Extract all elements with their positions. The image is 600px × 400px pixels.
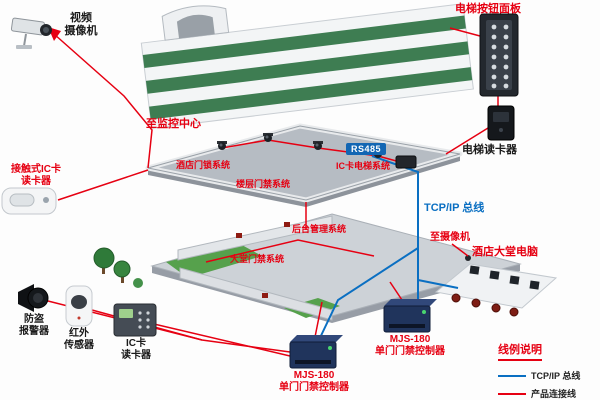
product-line-swatch (498, 392, 526, 395)
ir-sensor-label: 红外 传感器 (64, 328, 94, 351)
to-monitor-center-label: 至监控中心 (146, 118, 201, 130)
ic-elevator-system-label: IC卡电梯系统 (336, 161, 391, 171)
ir-sensor-device (65, 285, 93, 327)
desk-chairs-icon (451, 293, 519, 317)
floor-access-system-label: 楼层门禁系统 (236, 179, 291, 189)
rs485-badge: RS485 (346, 143, 387, 155)
legend: 线例说明 TCP/IP 总线 产品连接线 (498, 340, 596, 400)
lobby-computer-desk (434, 255, 558, 317)
legend-item-label: TCP/IP 总线 (531, 371, 581, 381)
lawn (166, 244, 262, 278)
video-camera-label: 视频 摄像机 (64, 12, 98, 37)
controller-side-label: MJS-180 单门门禁控制器 (375, 334, 445, 357)
legend-item-tcpip: TCP/IP 总线 (498, 369, 596, 382)
lobby-walls (177, 215, 333, 321)
ic-card-reader-label: IC卡 读卡器 (121, 338, 151, 361)
legend-title: 线例说明 (498, 341, 542, 361)
contact-ic-reader-label: 接触式IC卡 读卡器 (11, 164, 61, 187)
tcpip-line-swatch (498, 374, 526, 377)
burglar-alarm-device (18, 284, 49, 312)
cctv-camera-icon (10, 17, 52, 49)
elevator-button-panel-device (479, 13, 519, 97)
lobby-computer-label: 酒店大堂电脑 (472, 246, 538, 258)
ic-card-reader-device (113, 303, 157, 337)
elevator-reader-label: 电梯读卡器 (462, 144, 517, 156)
lobby-access-system-label: 大堂门禁系统 (230, 254, 285, 264)
backend-system-label: 后台管理系统 (292, 224, 347, 234)
hotel-building (140, 3, 474, 130)
burglar-alarm-label: 防盗 报警器 (19, 314, 49, 337)
entrance-arch-icon (161, 5, 230, 41)
door-controller-side-device (383, 299, 437, 333)
legend-item-label: 产品连接线 (531, 389, 577, 399)
contact-ic-reader-device (1, 187, 57, 215)
elevator-panel-label: 电梯按钮面板 (455, 3, 521, 15)
legend-item-product: 产品连接线 (498, 387, 596, 400)
elevator-card-reader-device (487, 105, 515, 141)
controller-front-label: MJS-180 单门门禁控制器 (279, 370, 349, 393)
door-lock-system-label: 酒店门锁系统 (176, 160, 231, 170)
elevator-relay-box-icon (395, 155, 417, 169)
door-controller-front-device (289, 335, 343, 369)
desk-monitors-icon (469, 265, 540, 290)
desk-camera-icon (465, 255, 471, 261)
trees-icon (93, 247, 143, 288)
tcpip-bus-label: TCP/IP 总线 (424, 202, 485, 214)
to-camera-label: 至摄像机 (430, 232, 470, 243)
